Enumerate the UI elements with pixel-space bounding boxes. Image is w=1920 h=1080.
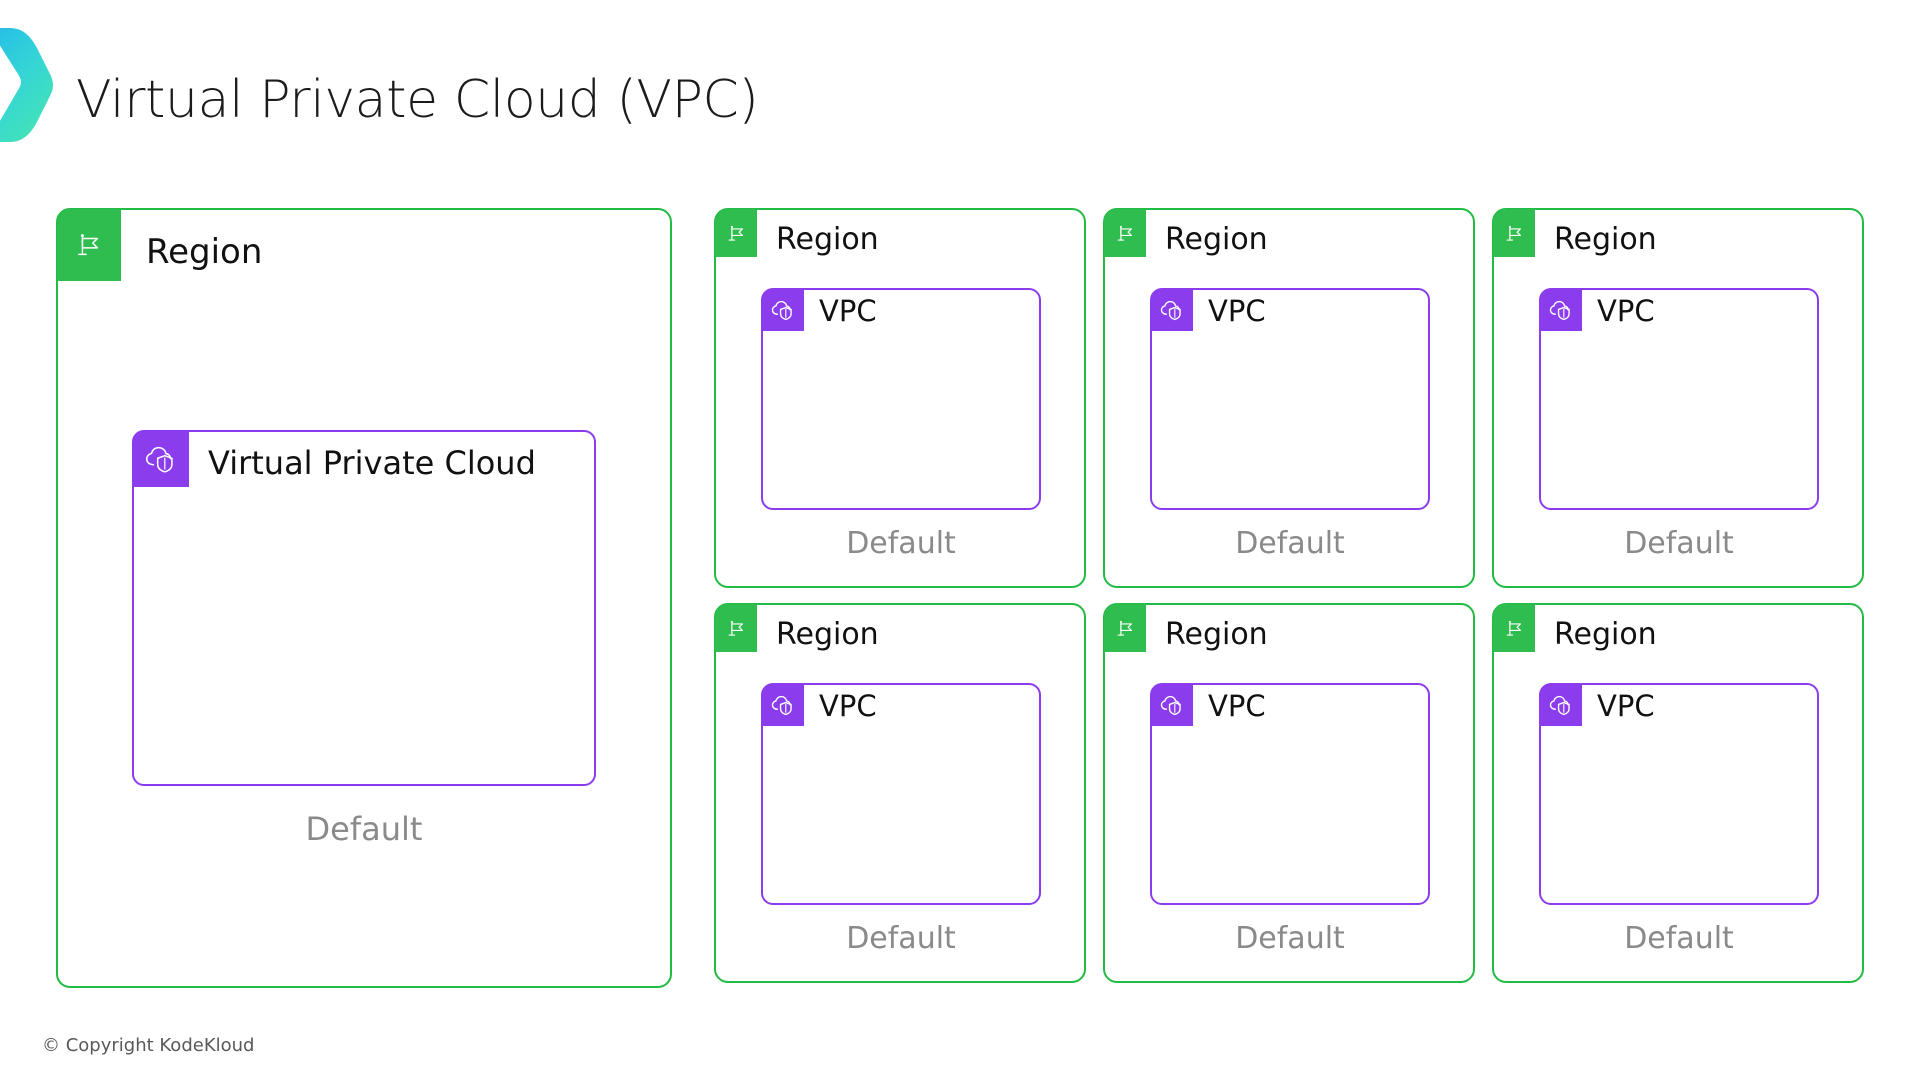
region-label: Region [1165, 222, 1268, 257]
vpc-box[interactable]: VPC [1539, 288, 1819, 510]
copyright-footer: © Copyright KodeKloud [42, 1035, 255, 1056]
cloud-shield-icon [762, 684, 804, 726]
region-card-primary[interactable]: Region Virtual Private Cloud Default [56, 208, 672, 988]
vpc-label: Virtual Private Cloud [208, 444, 536, 482]
flag-icon [57, 209, 121, 281]
region-card-3[interactable]: Region VPC Default [1492, 208, 1864, 588]
flag-icon [1493, 604, 1535, 652]
flag-icon [1104, 604, 1146, 652]
vpc-box[interactable]: VPC [1150, 288, 1430, 510]
default-label: Default [846, 921, 956, 956]
vpc-box[interactable]: VPC [1150, 683, 1430, 905]
region-label: Region [776, 617, 879, 652]
flag-icon [1493, 209, 1535, 257]
cloud-shield-icon [762, 289, 804, 331]
region-label: Region [146, 232, 263, 272]
vpc-label: VPC [1597, 294, 1655, 328]
page-title: Virtual Private Cloud (VPC) [76, 70, 759, 130]
cloud-shield-icon [1151, 289, 1193, 331]
region-label: Region [1554, 222, 1657, 257]
default-label: Default [1235, 921, 1345, 956]
flag-icon [715, 209, 757, 257]
region-card-6[interactable]: Region VPC Default [1492, 603, 1864, 983]
default-label: Default [1624, 526, 1734, 561]
default-label: Default [1624, 921, 1734, 956]
default-label: Default [1235, 526, 1345, 561]
cloud-shield-icon [1151, 684, 1193, 726]
cloud-shield-icon [1540, 289, 1582, 331]
region-card-5[interactable]: Region VPC Default [1103, 603, 1475, 983]
vpc-label: VPC [819, 689, 877, 723]
region-label: Region [1165, 617, 1268, 652]
region-card-1[interactable]: Region VPC Default [714, 208, 1086, 588]
vpc-label: VPC [819, 294, 877, 328]
region-label: Region [1554, 617, 1657, 652]
vpc-box[interactable]: Virtual Private Cloud [132, 430, 596, 786]
default-label: Default [846, 526, 956, 561]
flag-icon [1104, 209, 1146, 257]
vpc-label: VPC [1208, 294, 1266, 328]
flag-icon [715, 604, 757, 652]
chevron-logo-icon [0, 8, 60, 158]
vpc-box[interactable]: VPC [1539, 683, 1819, 905]
vpc-box[interactable]: VPC [761, 683, 1041, 905]
cloud-shield-icon [1540, 684, 1582, 726]
vpc-label: VPC [1597, 689, 1655, 723]
region-label: Region [776, 222, 879, 257]
vpc-label: VPC [1208, 689, 1266, 723]
cloud-shield-icon [133, 431, 189, 487]
vpc-box[interactable]: VPC [761, 288, 1041, 510]
region-card-2[interactable]: Region VPC Default [1103, 208, 1475, 588]
region-card-4[interactable]: Region VPC Default [714, 603, 1086, 983]
default-label: Default [305, 810, 423, 848]
